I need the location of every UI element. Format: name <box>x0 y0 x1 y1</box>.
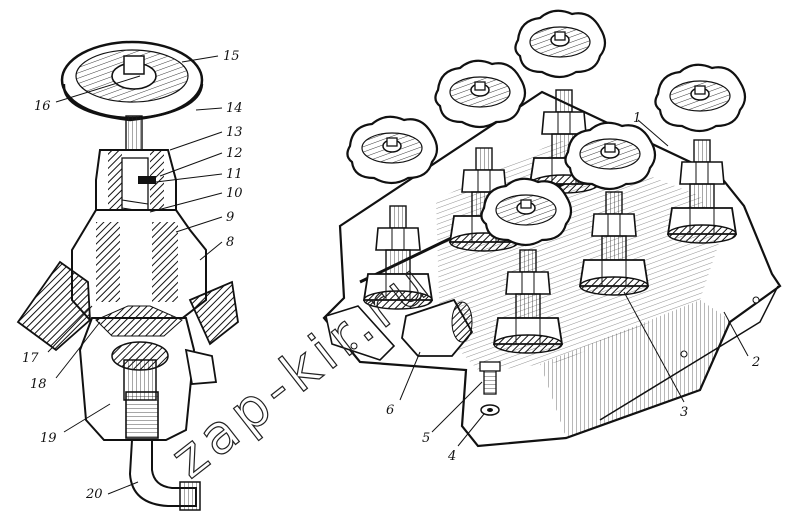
callout-11: 11 <box>226 167 243 182</box>
callout-6: 6 <box>386 403 394 418</box>
callout-1: 1 <box>633 111 641 126</box>
callout-12: 12 <box>226 146 243 161</box>
callout-15: 15 <box>223 49 240 64</box>
valve-block-assembly <box>322 9 782 448</box>
callout-9: 9 <box>226 210 234 225</box>
callout-16: 16 <box>34 99 51 114</box>
callout-17: 17 <box>22 351 39 366</box>
callout-3: 3 <box>680 405 688 420</box>
callout-10: 10 <box>226 186 243 201</box>
callout-4: 4 <box>447 449 456 464</box>
handwheel <box>564 121 657 191</box>
handwheel <box>480 177 573 247</box>
handwheel <box>434 59 527 129</box>
callout-labels: 15 16 14 13 12 11 10 9 8 17 18 19 20 1 2… <box>22 49 760 502</box>
valve-cross-section <box>16 40 239 511</box>
callout-8: 8 <box>226 235 234 250</box>
callout-14: 14 <box>226 101 243 116</box>
callout-2: 2 <box>751 355 760 370</box>
callout-19: 19 <box>40 431 57 446</box>
handwheel <box>654 63 747 133</box>
handwheel <box>514 9 607 79</box>
callout-20: 20 <box>85 487 103 502</box>
callout-5: 5 <box>422 431 430 446</box>
handwheel <box>346 115 439 185</box>
callout-13: 13 <box>226 125 243 140</box>
callout-18: 18 <box>30 377 47 392</box>
leader-lines <box>47 55 749 495</box>
handwheel-nut <box>123 55 145 75</box>
